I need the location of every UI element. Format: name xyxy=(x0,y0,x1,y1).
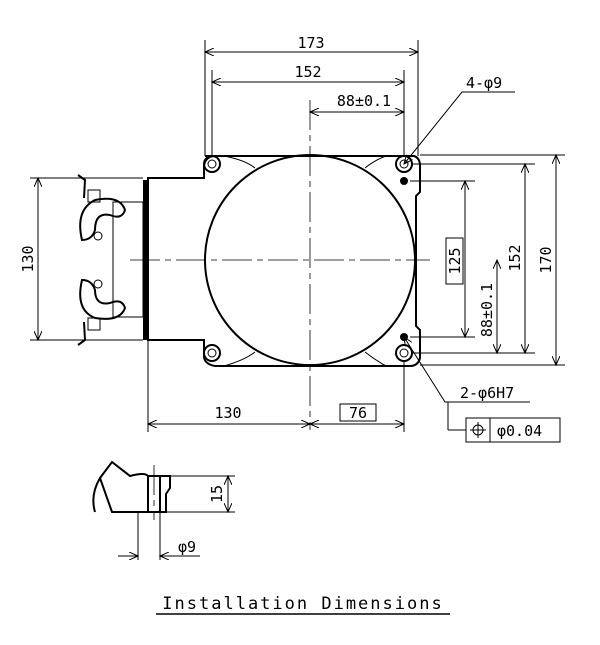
dim-173: 173 xyxy=(297,34,324,52)
section-detail xyxy=(92,460,235,560)
dim-170: 170 xyxy=(537,246,555,273)
dim-130-left: 130 xyxy=(19,245,37,272)
dim-88-right: 88±0.1 xyxy=(478,283,496,337)
dim-88-top: 88±0.1 xyxy=(337,92,391,110)
hole-callout: 4-φ9 xyxy=(466,74,502,92)
dim-152-right: 152 xyxy=(506,244,524,271)
dim-76: 76 xyxy=(349,404,367,422)
position-tolerance-frame: φ0.04 xyxy=(448,417,561,443)
right-dimensions xyxy=(410,155,565,365)
dim-15: 15 xyxy=(208,485,226,503)
dowel-pin-top xyxy=(400,177,408,185)
base-body xyxy=(130,100,430,430)
dim-130-bottom: 130 xyxy=(214,404,241,422)
dim-152-top: 152 xyxy=(294,63,321,81)
pin-callout: 2-φ6H7 xyxy=(460,384,514,402)
dim-phi9: φ9 xyxy=(178,538,196,556)
tolerance-value: φ0.04 xyxy=(497,422,542,440)
dim-125: 125 xyxy=(446,247,464,274)
drawing-title: Installation Dimensions xyxy=(162,594,443,614)
top-dimensions xyxy=(205,40,418,156)
